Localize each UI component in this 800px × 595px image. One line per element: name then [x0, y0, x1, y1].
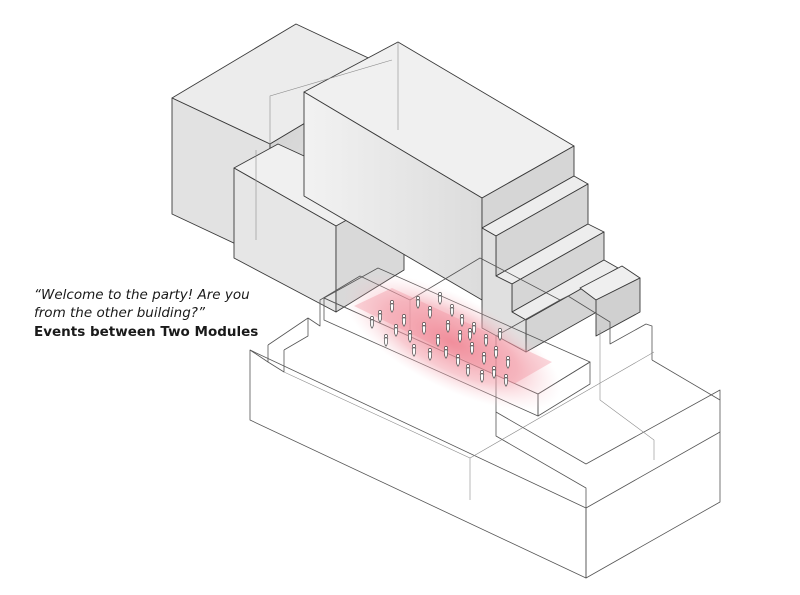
- person-figure: [503, 374, 509, 387]
- person-figure: [467, 328, 473, 341]
- person-figure: [497, 328, 503, 341]
- person-figure: [383, 334, 389, 347]
- person-figure: [401, 314, 407, 327]
- person-figure: [393, 324, 399, 337]
- person-figure: [427, 348, 433, 361]
- person-figure: [483, 334, 489, 347]
- person-figure: [443, 346, 449, 359]
- person-figure: [481, 352, 487, 365]
- person-figure: [407, 330, 413, 343]
- person-figure: [427, 306, 433, 319]
- person-figure: [369, 316, 375, 329]
- person-figure: [459, 314, 465, 327]
- crowd: [369, 292, 511, 387]
- person-figure: [469, 342, 475, 355]
- person-figure: [449, 304, 455, 317]
- person-figure: [437, 292, 443, 305]
- caption-quote: “Welcome to the party! Are you from the …: [34, 287, 250, 321]
- caption: “Welcome to the party! Are you from the …: [34, 286, 264, 341]
- person-figure: [457, 330, 463, 343]
- person-figure: [505, 356, 511, 369]
- person-figure: [415, 296, 421, 309]
- person-figure: [471, 322, 477, 335]
- person-figure: [421, 322, 427, 335]
- person-figure: [389, 300, 395, 313]
- upper-module: [171, 23, 641, 353]
- person-figure: [377, 310, 383, 323]
- person-figure: [411, 344, 417, 357]
- person-figure: [435, 334, 441, 347]
- person-figure: [455, 354, 461, 367]
- person-figure: [493, 346, 499, 359]
- caption-title: Events between Two Modules: [34, 324, 259, 340]
- person-figure: [465, 364, 471, 377]
- person-figure: [479, 370, 485, 383]
- person-figure: [491, 366, 497, 379]
- person-figure: [445, 320, 451, 333]
